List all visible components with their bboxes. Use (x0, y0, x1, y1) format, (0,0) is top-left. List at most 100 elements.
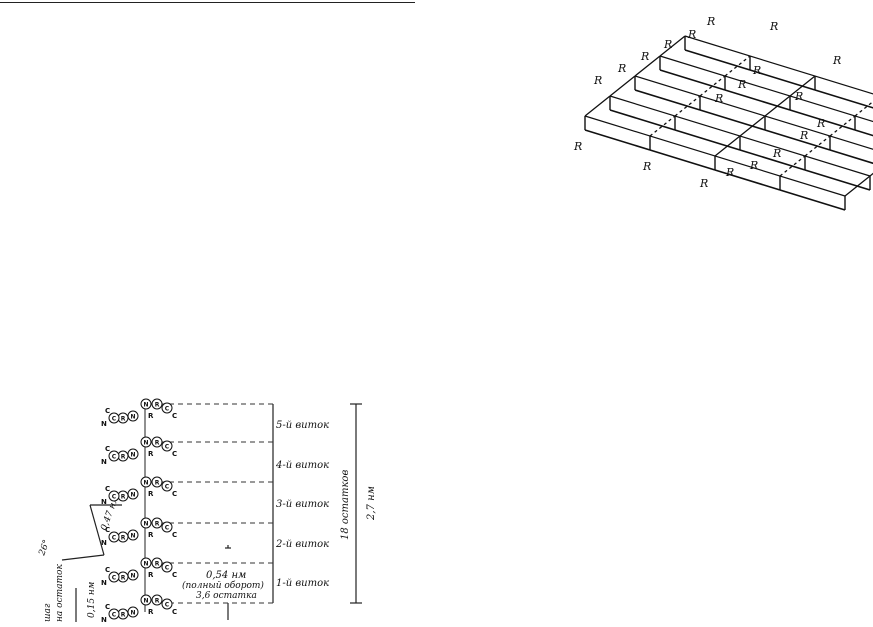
atom-r-5 (151, 594, 163, 606)
atom-r-4 (151, 557, 163, 569)
atom-c2-5-label: C (112, 612, 117, 619)
atom-n2-5-label: N (130, 610, 135, 617)
atom-small-c2-0: C (105, 407, 110, 415)
interstrand-link (699, 75, 726, 97)
atom-r2-2-label: R (121, 494, 126, 501)
atom-c2-2-label: C (112, 494, 117, 501)
interstrand-link (674, 95, 701, 117)
atom-small-r-4: R (148, 571, 154, 579)
atom-c-5-label: C (165, 602, 170, 609)
atom-n-2-label: N (143, 480, 148, 487)
strand-segment (804, 169, 871, 191)
atom-n2-4-label: N (130, 573, 135, 580)
atom-r2-0-label: R (121, 416, 126, 423)
atom-c-0-label: C (165, 406, 170, 413)
interstrand-link (724, 55, 751, 77)
atom-c-1-label: C (165, 444, 170, 451)
r-group-label-3: R (640, 50, 649, 63)
atom-r-4-label: R (155, 561, 160, 568)
atom-c2-3-label: C (112, 535, 117, 542)
atom-small-r-5: R (148, 608, 154, 616)
atom-r-1 (151, 436, 163, 448)
atom-c-0 (161, 402, 173, 414)
interstrand-link (649, 115, 676, 137)
turn-label-4: 4-й виток (275, 460, 329, 471)
pitch-value: 0,54 нм (206, 570, 246, 581)
r-group-label-7: R (642, 160, 651, 173)
atom-c2-1-label: C (112, 454, 117, 461)
r-group-label-4: R (617, 62, 626, 75)
atom-n-5-label: N (143, 598, 148, 605)
r-group-label-17: R (737, 78, 746, 91)
atom-small-c-2: C (172, 490, 177, 498)
atom-c2-5 (108, 608, 120, 620)
rise-label-line1: шаг (43, 603, 53, 622)
interstrand-link (584, 95, 611, 117)
atom-small-c2-2: C (105, 485, 110, 493)
atom-small-r-2: R (148, 490, 154, 498)
atom-c-5 (161, 598, 173, 610)
atom-c-3 (161, 521, 173, 533)
rise-value-label: 0,15 нм (87, 582, 97, 618)
atom-r-0-label: R (155, 402, 160, 409)
turn-label-5: 5-й виток (276, 420, 329, 431)
atom-small-n-1: N (101, 458, 107, 466)
interstrand-link (609, 75, 636, 97)
angle-label: 26° (37, 539, 52, 558)
atom-small-c-5: C (172, 608, 177, 616)
atom-small-r-0: R (148, 412, 154, 420)
atom-r-2 (151, 476, 163, 488)
atom-c2-1 (108, 450, 120, 462)
strand-segment (739, 149, 806, 171)
interstrand-link (779, 155, 806, 177)
pitch-note: (полный оборот) (182, 580, 264, 591)
total-height-label: 2,7 нм (366, 486, 377, 521)
r-group-label-9: R (769, 20, 778, 33)
atom-n2-2-label: N (130, 492, 135, 499)
atom-small-n-4: N (101, 579, 107, 587)
interstrand-link (739, 115, 766, 137)
atom-n-4 (140, 557, 152, 569)
atom-n-0 (140, 398, 152, 410)
strand-segment (764, 129, 831, 151)
strand-segment (659, 69, 726, 91)
r-group-label-10: R (832, 54, 841, 67)
atom-small-c2-5: C (105, 603, 110, 611)
atom-c2-4 (108, 571, 120, 583)
atom-r-2-label: R (155, 480, 160, 487)
r-group-label-11: R (816, 117, 825, 130)
atom-small-r-3: R (148, 531, 154, 539)
atom-c2-4-label: C (112, 575, 117, 582)
r-group-label-1: R (687, 28, 696, 41)
strand-segment (749, 69, 816, 91)
strand-segment (779, 189, 846, 211)
r-group-label-14: R (749, 159, 758, 172)
interstrand-link (764, 95, 791, 117)
rise-label-line2: на остаток (55, 564, 65, 622)
r-group-label-18: R (714, 92, 723, 105)
turn-label-3: 3-й виток (276, 499, 329, 510)
r-group-label-0: R (706, 15, 715, 28)
atom-small-n-0: N (101, 420, 107, 428)
helix-dimension-lines (61, 403, 362, 622)
atom-small-c2-1: C (105, 445, 110, 453)
strand-segment (699, 109, 766, 131)
atom-c2-0-label: C (112, 416, 117, 423)
atom-small-r-1: R (148, 450, 154, 458)
atom-n2-3-label: N (130, 533, 135, 540)
strand-segment (854, 129, 873, 137)
residues-count-label: 18 остатков (340, 470, 351, 540)
atom-n-1-label: N (143, 440, 148, 447)
atom-c-4-label: C (165, 565, 170, 572)
interstrand-link (659, 35, 686, 57)
atom-small-c2-3: C (105, 526, 110, 534)
atom-n-3 (140, 517, 152, 529)
turn-boundaries (160, 403, 273, 604)
strand-segment (609, 109, 676, 131)
turn-label-2: 2-й виток (275, 539, 329, 550)
strand-segment (634, 89, 701, 111)
interstrand-link (714, 135, 741, 157)
atom-n-4-label: N (143, 561, 148, 568)
